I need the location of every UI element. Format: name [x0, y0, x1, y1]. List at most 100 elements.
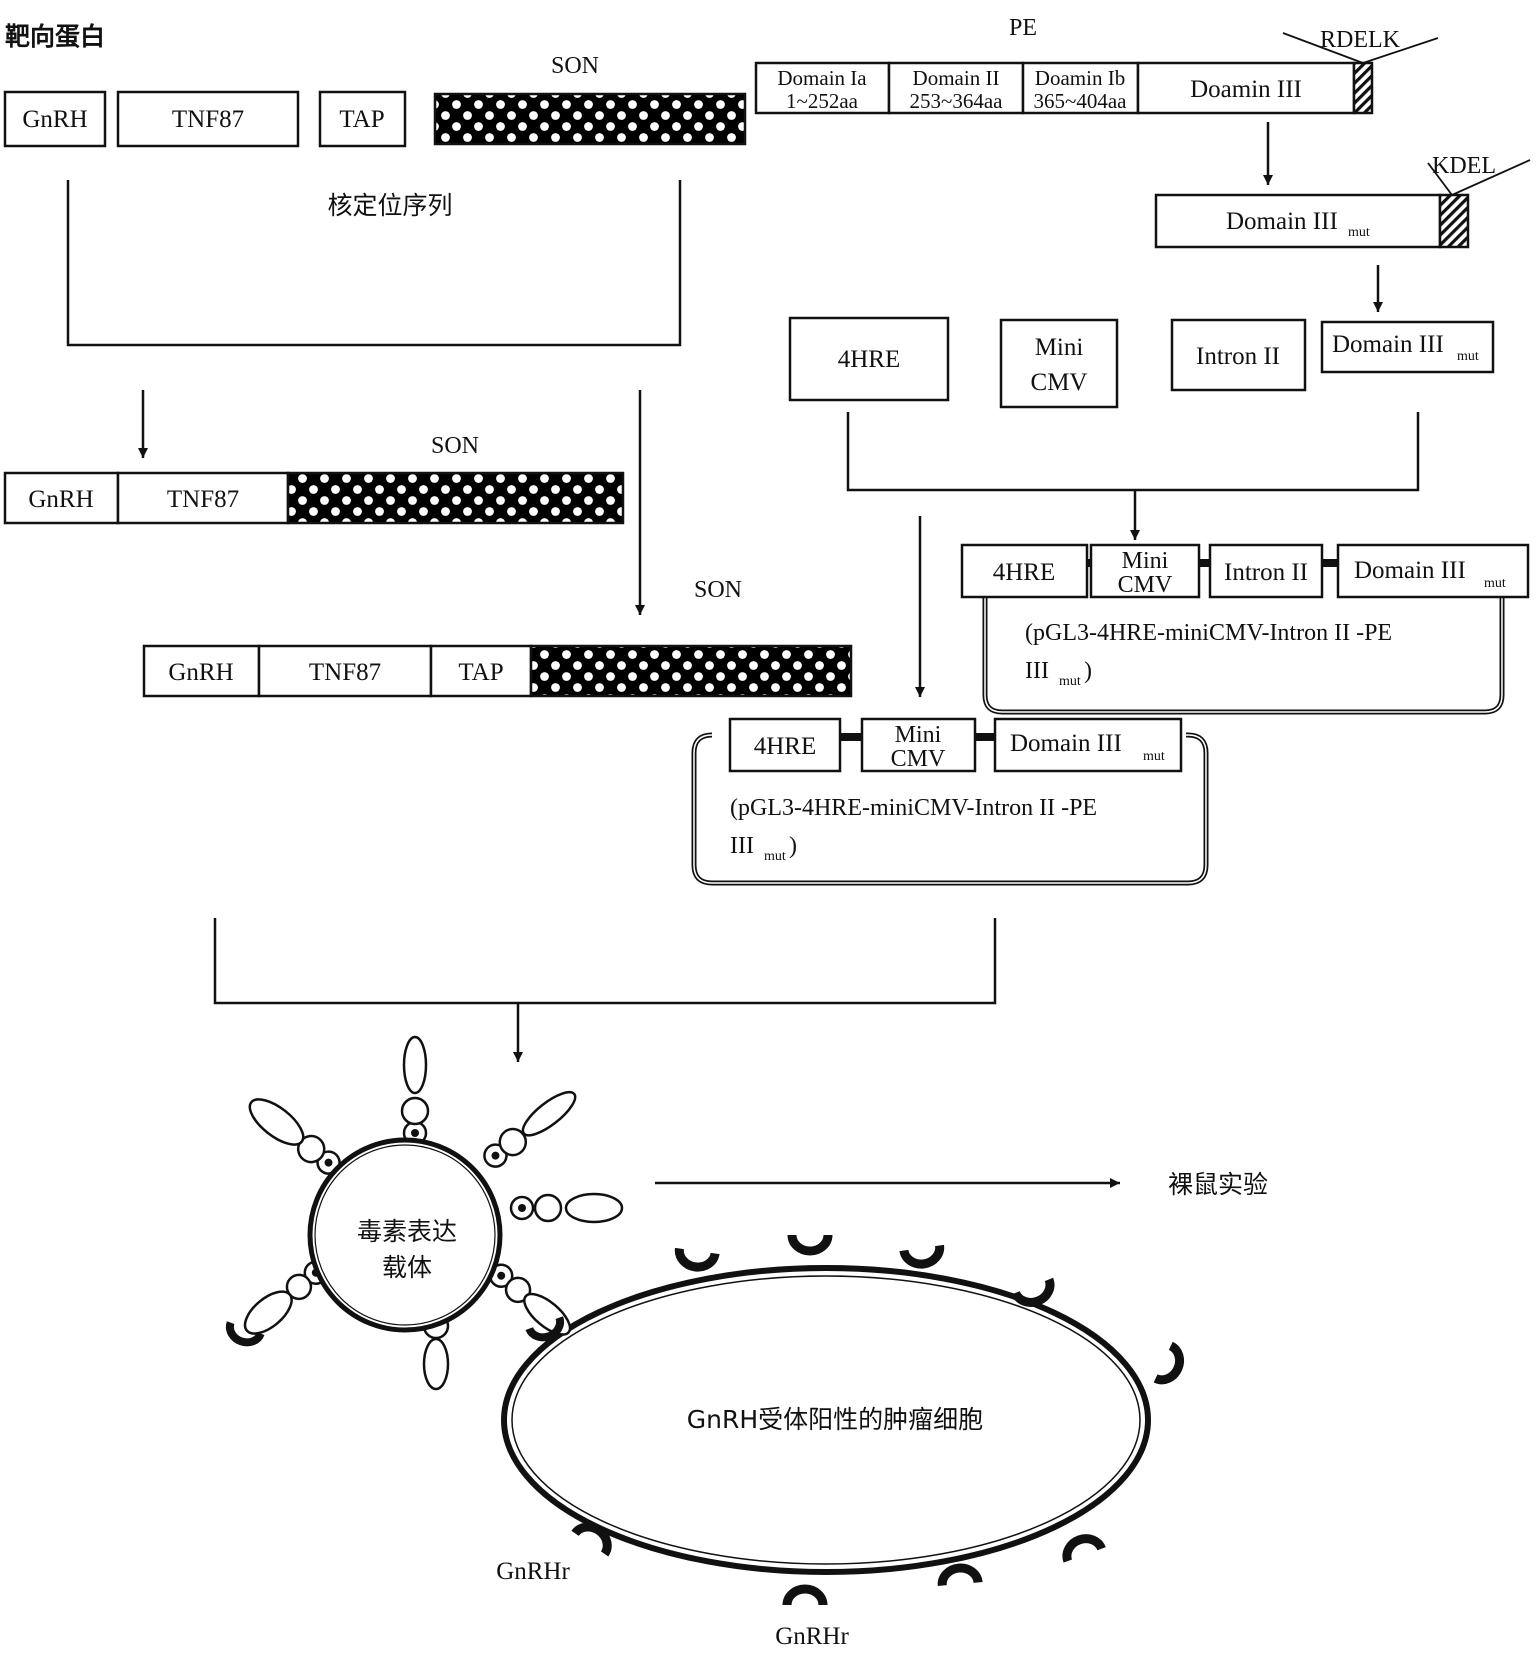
domain-ii-range: 253~364aa — [909, 89, 1003, 113]
elements-row: 4HRE Mini CMV Intron II Domain III mut — [788, 316, 1495, 409]
kdel-tag — [1438, 193, 1470, 249]
rdelk-tag — [1352, 61, 1374, 115]
gnrh-box-2 — [3, 471, 120, 525]
domain-ib-range: 365~404aa — [1033, 89, 1127, 113]
p1-domain-label: Domain III — [1354, 557, 1466, 584]
p2-name-sub: mut — [764, 849, 786, 864]
p1-intron-label: Intron II — [1224, 559, 1308, 586]
domain-ib-box — [1021, 61, 1140, 115]
son-label-3: SON — [694, 577, 742, 603]
receptor-icon — [525, 1316, 565, 1342]
son-label: SON — [551, 53, 599, 79]
tnf87-label-2: TNF87 — [167, 486, 239, 513]
receptor-icon — [674, 1247, 720, 1272]
son-block-2 — [286, 471, 625, 525]
pe-label: PE — [1009, 15, 1037, 41]
gnrh-box-3 — [142, 644, 261, 698]
tap-box-3 — [429, 644, 533, 698]
receptor-icon — [787, 1234, 833, 1256]
tap-label-3: TAP — [458, 659, 503, 686]
domain-mut-label: Domain III — [1332, 331, 1444, 358]
left-bracket — [66, 180, 682, 347]
tnf87-box — [116, 90, 300, 148]
p1-intron-box — [1208, 543, 1324, 599]
gnrh-label: GnRH — [22, 106, 87, 133]
p2-hre-box — [728, 717, 842, 773]
tumor-cell-membrane — [501, 1265, 1151, 1575]
p1-name-line2: III — [1025, 658, 1049, 684]
plasmid-1-loop — [982, 590, 1505, 715]
p1-name-close: ) — [1084, 658, 1092, 684]
gnrh-box — [3, 90, 107, 148]
p2-minicmv-box — [860, 717, 977, 773]
plasmid-2: 4HRE Mini CMV Domain III mut (pGL3-4HRE-… — [691, 717, 1209, 886]
domain-ib-name: Doamin Ib — [1035, 66, 1125, 90]
tnf87-label: TNF87 — [172, 106, 244, 133]
domain-mut-sub: mut — [1457, 349, 1479, 364]
p2-name-line1: (pGL3-4HRE-miniCMV-Intron II -PE — [730, 795, 1097, 821]
receptor-icon — [1062, 1534, 1106, 1563]
receptor-icon — [899, 1244, 945, 1269]
kdel-pointer — [1427, 159, 1531, 197]
pe-construct: PE Domain Ia 1~252aa Domain II 253~364aa… — [754, 15, 1439, 115]
bottom-bracket — [213, 918, 997, 1005]
p2-name-line2: III — [730, 833, 754, 859]
domain-iii-mut-construct: Domain III mut KDEL — [1154, 153, 1531, 249]
tumor-cell: GnRH受体阳性的肿瘤细胞 — [501, 1265, 1151, 1575]
p1-domain-sub: mut — [1484, 576, 1506, 591]
domain-mut-box — [1320, 320, 1495, 374]
gnrh-label-2: GnRH — [28, 486, 93, 513]
receptor-label-2: GnRHr — [775, 1623, 849, 1650]
domain-iii-mut-box — [1154, 193, 1442, 249]
rdelk-label: RDELK — [1320, 27, 1401, 53]
hre-box — [788, 316, 950, 402]
tumor-cell-label: GnRH受体阳性的肿瘤细胞 — [687, 1405, 983, 1434]
p2-domain-box — [993, 717, 1183, 773]
domain-iii-mut-sub: mut — [1348, 225, 1370, 240]
domain-iii-label: Doamin III — [1190, 76, 1302, 103]
p2-minicmv-2: CMV — [891, 746, 946, 772]
domain-ii-box — [887, 61, 1025, 115]
vector-label-2: 载体 — [382, 1253, 432, 1282]
domain-ia-box — [754, 61, 891, 115]
minicmv-label-2: CMV — [1031, 369, 1088, 396]
son-block-3 — [529, 644, 853, 698]
elements-bracket — [846, 412, 1420, 492]
title: 靶向蛋白 — [5, 22, 105, 51]
vector-circle — [307, 1137, 503, 1333]
rdelk-pointer — [1282, 32, 1439, 64]
gnrh-receptors — [571, 1234, 1184, 1606]
domain-iii-box — [1136, 61, 1356, 115]
p2-minicmv-1: Mini — [895, 722, 942, 748]
gnrh-label-3: GnRH — [168, 659, 233, 686]
p2-hre-label: 4HRE — [754, 733, 817, 760]
intron-label: Intron II — [1196, 343, 1280, 370]
p1-domain-box — [1336, 543, 1530, 599]
nls-label: 核定位序列 — [327, 191, 452, 220]
tap-label: TAP — [339, 106, 384, 133]
p1-name-sub: mut — [1059, 674, 1081, 689]
minicmv-label-1: Mini — [1035, 334, 1084, 361]
left-row3: GnRH TNF87 TAP SON — [142, 577, 853, 698]
son-block — [433, 92, 747, 146]
p1-minicmv-1: Mini — [1122, 548, 1169, 574]
toxin-vector: 毒素表达 载体 — [225, 1035, 624, 1391]
nude-mice-label: 裸鼠实验 — [1168, 1170, 1268, 1199]
receptor-icon — [1011, 1277, 1055, 1307]
vector-label-1: 毒素表达 — [357, 1217, 457, 1246]
tnf87-label-3: TNF87 — [309, 659, 381, 686]
hre-label: 4HRE — [838, 346, 901, 373]
tap-box — [318, 90, 407, 148]
left-row2: GnRH TNF87 SON — [3, 433, 625, 525]
domain-ia-name: Domain Ia — [777, 66, 867, 90]
p2-domain-label: Domain III — [1010, 730, 1122, 757]
tnf87-box-2 — [116, 471, 290, 525]
p1-hre-label: 4HRE — [993, 559, 1056, 586]
receptor-icon — [571, 1522, 612, 1557]
receptor-icon — [937, 1563, 983, 1586]
p1-hre-box — [960, 543, 1089, 599]
receptor-icon — [225, 1321, 265, 1347]
receptor-label-1: GnRHr — [496, 1558, 570, 1585]
p1-name-line1: (pGL3-4HRE-miniCMV-Intron II -PE — [1025, 620, 1392, 646]
